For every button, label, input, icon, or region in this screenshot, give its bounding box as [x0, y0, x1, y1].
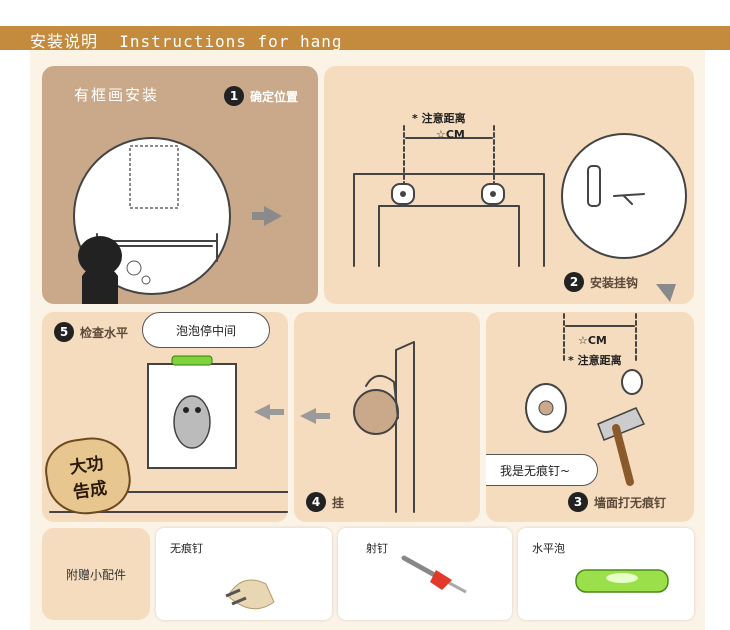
- step-1-number: 1: [224, 86, 244, 106]
- wall-nail-illustration: [525, 313, 646, 486]
- step-4-badge: 4 挂: [306, 492, 344, 512]
- hook-mount-illustration: [353, 125, 687, 302]
- accessory-2-label: 射钉: [366, 542, 388, 555]
- accessory-level-bubble: 水平泡: [518, 528, 694, 620]
- step-3-bubble: 我是无痕钉~: [486, 454, 598, 486]
- step-5-badge: 5 检查水平: [54, 322, 128, 342]
- step-1-badge: 1 确定位置: [224, 86, 298, 106]
- header-title: 安装说明 Instructions for hang: [30, 32, 343, 51]
- panel-step-5: 5 检查水平 泡泡停中间 大功 告成: [42, 312, 288, 522]
- step-3-label: 墙面打无痕钉: [594, 495, 667, 510]
- level-bubble-icon: [575, 569, 669, 593]
- step-3-note: * 注意距离: [568, 354, 622, 367]
- step-5-label: 检查水平: [80, 325, 129, 340]
- step-3-distance: ☆CM: [578, 334, 607, 347]
- step-5-bubble: 泡泡停中间: [142, 312, 270, 348]
- step-2-number: 2: [564, 272, 584, 292]
- panel-step-2: * 注意距离 ☆CM 2 安装挂钩: [324, 66, 694, 304]
- accessory-shooting-nail: 射钉: [338, 528, 512, 620]
- shooting-nail-icon: [401, 555, 467, 594]
- panel-step-3: ☆CM * 注意距离 我是无痕钉~ 3 墙面打无痕钉: [486, 312, 694, 522]
- step-4-label: 挂: [332, 495, 345, 510]
- stamp-line-2: 告成: [71, 478, 109, 504]
- accessory-1-label: 无痕钉: [170, 542, 203, 555]
- step-2-badge: 2 安装挂钩: [564, 272, 638, 292]
- level-check-illustration: [49, 355, 288, 513]
- accessories-title: 附赠小配件: [65, 568, 126, 582]
- step-3-number: 3: [568, 492, 588, 512]
- step-5-number: 5: [54, 322, 74, 342]
- step-1-label: 确定位置: [250, 89, 299, 104]
- room-sketch-illustration: [73, 137, 282, 304]
- accessories-title-panel: 附赠小配件: [42, 528, 150, 620]
- step-3-badge: 3 墙面打无痕钉: [568, 492, 666, 512]
- panel-step-1: 有框画安装 1 确定位置: [42, 66, 318, 304]
- panel1-title: 有框画安装: [74, 86, 160, 104]
- step-2-distance: ☆CM: [436, 128, 465, 141]
- traceless-nail-icon: [225, 579, 275, 610]
- header-bar: 安装说明 Instructions for hang: [0, 26, 730, 51]
- step-4-number: 4: [306, 492, 326, 512]
- hang-illustration: [300, 341, 415, 513]
- step-2-label: 安装挂钩: [590, 275, 639, 290]
- step-2-note: * 注意距离: [412, 112, 466, 125]
- accessory-3-label: 水平泡: [532, 542, 565, 555]
- accessory-traceless-nail: 无痕钉: [156, 528, 332, 620]
- panel-step-4: 4 挂: [294, 312, 480, 522]
